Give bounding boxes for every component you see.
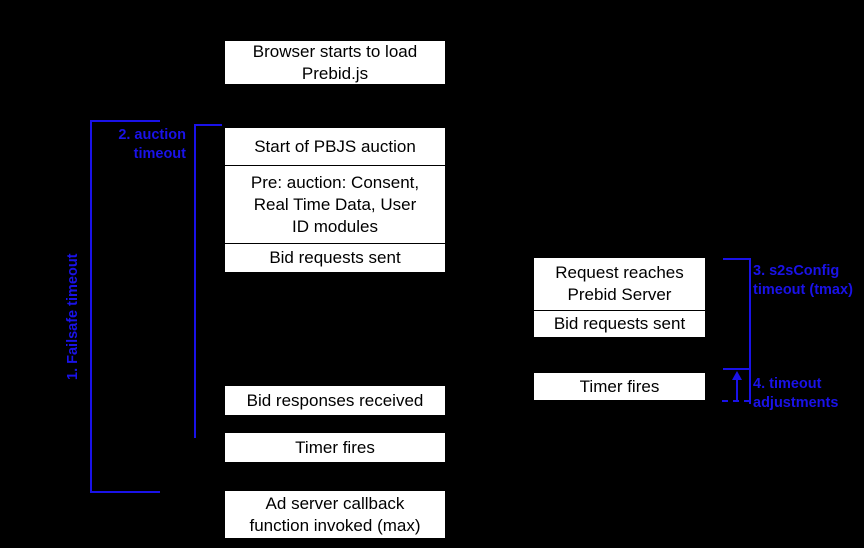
- process-box-timer-fires-server: Timer fires: [534, 373, 705, 400]
- annotation-label-timeout-adjustments: 4. timeout adjustments: [753, 376, 839, 411]
- auction-timeout-bracket-spine: [194, 124, 196, 438]
- failsafe-bracket-spine: [90, 120, 92, 493]
- timeout-adjustments-arrow-head: [732, 371, 742, 380]
- process-box-request-reaches-server: Request reaches Prebid Server: [534, 258, 705, 310]
- annotation-label-s2sconfig-timeout: 3. s2sConfig timeout (tmax): [753, 263, 853, 298]
- annotation-label-auction-timeout: 2. auction timeout: [118, 127, 186, 162]
- s2sconfig-bracket-bottom: [723, 368, 751, 370]
- auction-timeout-bracket-top: [194, 124, 222, 126]
- annotation-label-failsafe-timeout: 1. Failsafe timeout: [65, 253, 81, 380]
- s2sconfig-bracket-top: [723, 258, 751, 260]
- process-box-auction-start: Start of PBJS auction: [225, 128, 445, 165]
- timeout-adjustments-divider: [749, 370, 751, 404]
- process-box-server-bid-requests-sent: Bid requests sent: [534, 310, 705, 337]
- process-box-browser-load: Browser starts to load Prebid.js: [225, 41, 445, 84]
- process-box-timer-fires-client: Timer fires: [225, 433, 445, 462]
- process-box-bid-responses-received: Bid responses received: [225, 386, 445, 415]
- timeout-adjustments-dashed-baseline: [722, 400, 750, 402]
- failsafe-bracket-top: [90, 120, 160, 122]
- process-box-bid-requests-sent: Bid requests sent: [225, 243, 445, 272]
- process-box-ad-server-callback: Ad server callback function invoked (max…: [225, 491, 445, 538]
- timeout-adjustments-arrow-shaft: [736, 378, 738, 400]
- s2sconfig-bracket-spine: [749, 258, 751, 370]
- failsafe-bracket-bottom: [90, 491, 160, 493]
- process-box-pre-auction: Pre: auction: Consent, Real Time Data, U…: [225, 165, 445, 243]
